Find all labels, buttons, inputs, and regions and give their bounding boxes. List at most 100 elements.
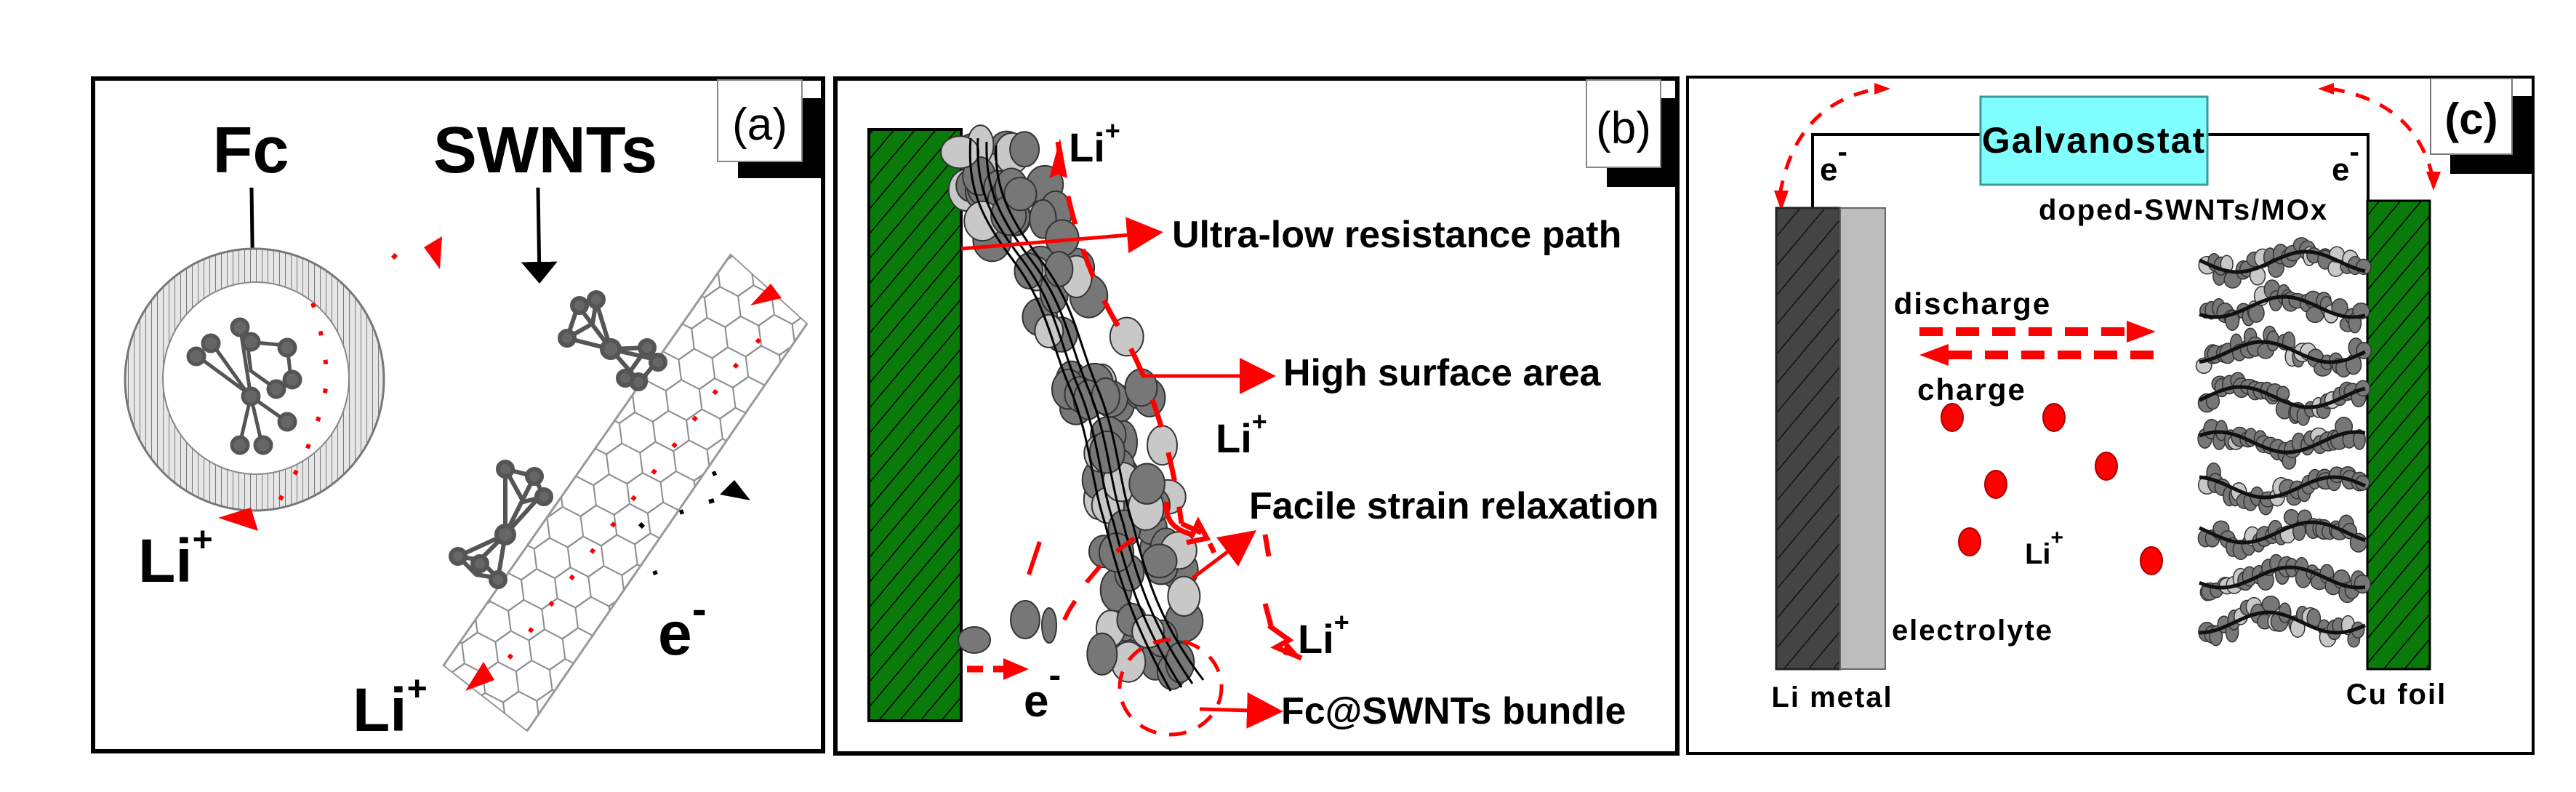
li-ion <box>1958 527 1981 556</box>
li-ion-label-c: Li+ <box>2025 526 2063 570</box>
cathode-material-label: doped-SWNTs/MOx <box>2039 194 2328 226</box>
li-ion-label-low-b: Li+ <box>1298 607 1349 662</box>
oxide-particle <box>1109 316 1144 357</box>
electron-label-left: e- <box>1820 136 1847 188</box>
annotation-arrow-4 <box>1199 692 1283 729</box>
oxide-particle <box>1044 251 1074 287</box>
electrolyte-label: electrolyte <box>1892 615 2053 647</box>
li-ion-arrow-mid-b <box>1163 501 1211 545</box>
li-ion-label-left: Li+ <box>138 521 213 595</box>
annotation-high-surface-area: High surface area <box>1283 352 1601 394</box>
oxide-particle <box>1147 425 1178 466</box>
li-metal-electrode <box>1775 207 1842 671</box>
fc-swnts-bundle-outline <box>1118 638 1224 737</box>
li-ion <box>2140 546 2163 575</box>
annotation-arrow-1 <box>960 217 1163 254</box>
annotation-ultra-low-resistance: Ultra-low resistance path <box>1172 214 1621 256</box>
li-ion-arrow-low-b <box>1283 640 1301 658</box>
annotation-strain-relaxation: Facile strain relaxation <box>1249 485 1659 527</box>
oxide-particle <box>1167 575 1201 617</box>
wire-left <box>1811 133 1981 208</box>
charge-arrowhead <box>1919 344 1949 366</box>
ferrocene-molecule-upper <box>558 290 667 391</box>
swnts-label: SWNTs <box>433 114 657 187</box>
oxide-particle <box>1086 632 1118 676</box>
swnt-bundle-line <box>2198 249 2366 274</box>
swnt-bundle-line <box>2199 565 2366 590</box>
swnt-bundle-lines <box>968 137 1205 692</box>
doped-swnts-mox-layer <box>2195 237 2372 648</box>
electron-flow-arrowhead-right-bottom <box>2426 172 2441 191</box>
electron-flow-arrowhead-left-bottom <box>1774 191 1789 211</box>
electron-flow-arc-left <box>1778 87 1880 196</box>
panel-b-label: (b) <box>1596 103 1651 153</box>
galvanostat-label: Galvanostat <box>1982 120 2206 161</box>
li-ion-arrowhead-bottom <box>465 662 494 691</box>
discharge-arrowhead <box>2127 321 2156 343</box>
electron-label-right: e- <box>2332 136 2359 188</box>
swnt-bundle-line <box>2199 520 2366 545</box>
li-ion-arrowhead-top <box>424 236 442 269</box>
oxide-particle <box>2353 429 2366 450</box>
oxide-particle <box>1009 131 1040 168</box>
li-ion-path-tube <box>465 284 782 691</box>
li-ion-path-ring <box>218 236 442 531</box>
li-ion-label-bottom: Li+ <box>353 670 428 744</box>
electron-flow-arrowhead-right-top <box>2318 83 2334 95</box>
ferrocene-molecule-end-view <box>186 317 302 455</box>
galvanostat-box <box>1979 95 2209 186</box>
panel-a-tag: (a) <box>717 79 823 178</box>
fc-label: Fc <box>212 114 289 187</box>
electron-flow-arrowhead-left-top <box>1874 83 1890 95</box>
li-ion-label-mid-b: Li+ <box>1216 407 1267 461</box>
oxide-particle <box>1003 177 1038 212</box>
li-diffusion-path-inner <box>1056 536 1136 634</box>
electron-arrowhead-b <box>1003 658 1029 680</box>
swnt-bundle-line <box>2199 295 2366 319</box>
panel-a: (a) Fc SWNTs <box>91 76 825 753</box>
li-ion <box>1941 403 1964 432</box>
nanotube-cross-section <box>124 247 385 512</box>
li-ion-arrow-up-b <box>1049 138 1067 178</box>
current-collector-b <box>867 128 963 722</box>
swnt-bundle-line <box>2199 340 2367 364</box>
panel-c: (c) Galvanostat e- e- doped-SWNTs/MOx di… <box>1686 76 2535 755</box>
wire-right <box>2207 133 2370 201</box>
panel-c-label: (c) <box>2444 95 2497 143</box>
li-ion-label-top-b: Li+ <box>1069 116 1120 170</box>
oxide-particle <box>2352 302 2370 320</box>
cu-foil-label: Cu foil <box>2346 679 2447 711</box>
oxide-particle <box>2261 595 2280 613</box>
annotation-bundle: Fc@SWNTs bundle <box>1281 690 1626 732</box>
oxide-particle <box>2354 574 2372 594</box>
panel-a-label: (a) <box>732 100 787 150</box>
swnt-bundle-line <box>2198 385 2366 409</box>
cu-foil-electrode <box>2366 199 2431 671</box>
oxide-particle <box>1041 607 1057 644</box>
oxide-particle <box>940 135 980 169</box>
li-ion-arrowhead-right <box>750 284 782 305</box>
li-ion <box>2095 452 2118 481</box>
charge-label: charge <box>1917 372 2026 407</box>
panel-b: (b) Ultra- <box>833 76 1680 756</box>
electron-path-a <box>638 471 750 576</box>
swnt-bundle-line <box>2199 430 2366 455</box>
oxide-particle <box>1128 463 1165 505</box>
swnts-pointer-arrow <box>521 187 558 284</box>
li-metal-label: Li metal <box>1771 681 1893 713</box>
li-ion <box>1984 470 2007 499</box>
li-diffusion-path-outer <box>1055 141 1184 524</box>
oxide-particle <box>958 626 991 654</box>
swnt-bundle-line <box>2199 475 2367 500</box>
annotation-arrow-3 <box>1191 530 1256 580</box>
panel-b-tag: (b) <box>1586 79 1677 187</box>
li-ions <box>1941 403 2163 575</box>
oxide-particle <box>1010 600 1040 639</box>
li-diffusion-path-right <box>1180 521 1217 554</box>
electron-label-a: e- <box>658 585 707 668</box>
swnt-bundle-line <box>2199 610 2366 635</box>
li-ion-arrowhead-left <box>218 508 258 531</box>
discharge-label: discharge <box>1894 287 2051 321</box>
electron-arrowhead <box>720 480 750 500</box>
